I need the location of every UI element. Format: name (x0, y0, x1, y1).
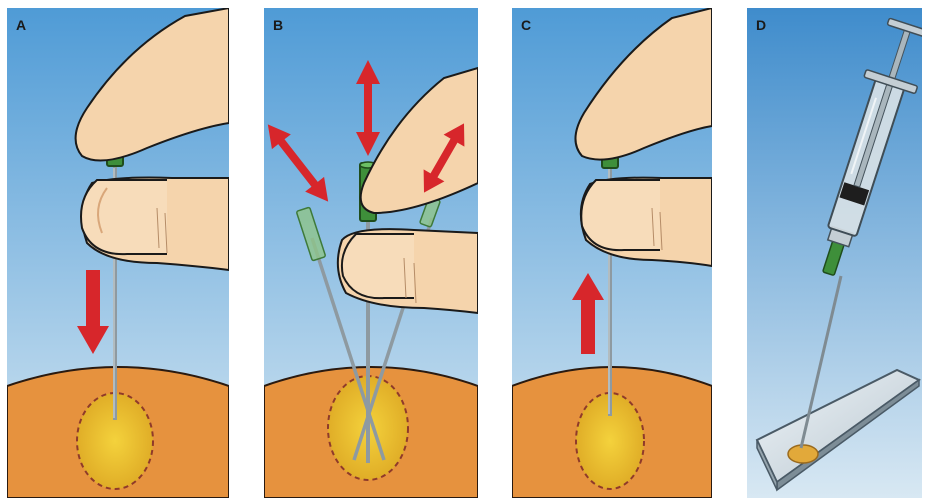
panel-label-c: C (521, 17, 531, 33)
panel-b-illustration (264, 8, 478, 498)
panel-label-d: D (756, 17, 766, 33)
thumb (581, 180, 660, 250)
specimen-drop (788, 445, 818, 463)
panel-a: A (7, 8, 229, 498)
thumb (81, 180, 167, 254)
thumb (342, 234, 414, 298)
panel-label-b: B (273, 17, 283, 33)
panel-a-illustration (7, 8, 229, 498)
panel-b: B (264, 8, 478, 498)
panel-label-a: A (16, 17, 26, 33)
panel-c-illustration (512, 8, 712, 498)
panel-d: D (747, 8, 922, 498)
panel-c: C (512, 8, 712, 498)
panel-d-illustration (747, 8, 922, 498)
